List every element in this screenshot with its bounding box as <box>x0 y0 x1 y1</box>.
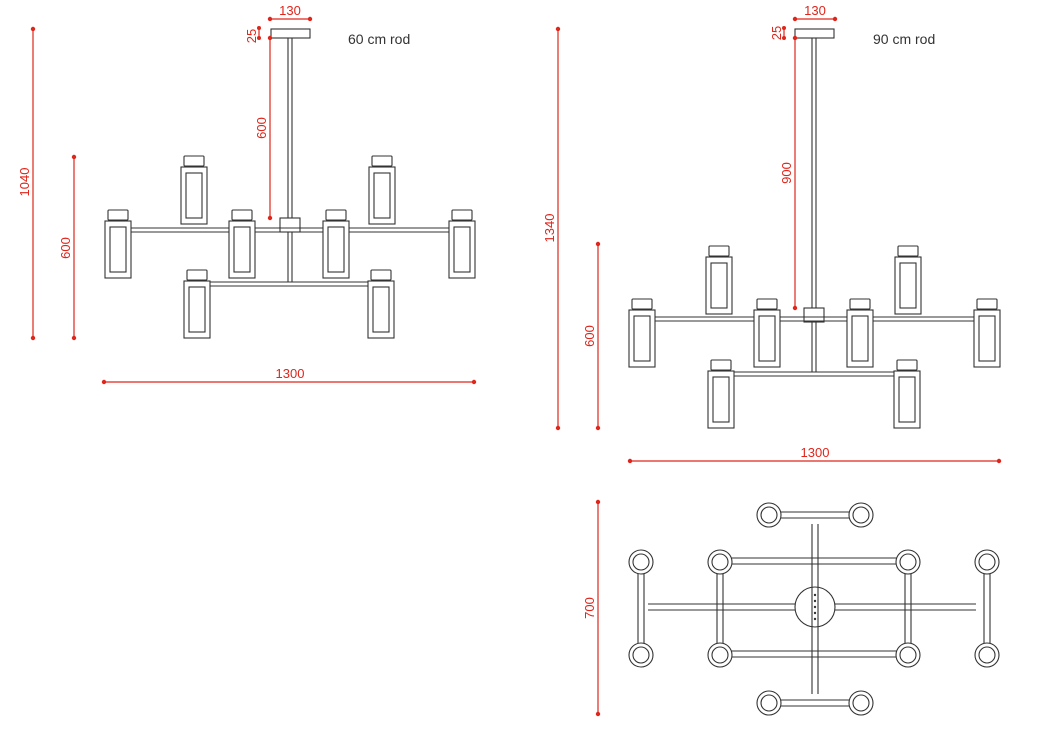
lamp-shades <box>628 245 1001 429</box>
lamp-shade <box>894 245 922 315</box>
lamp-ring <box>895 549 921 575</box>
caption: 60 cm rod <box>348 31 410 47</box>
lamp-shade <box>180 155 208 225</box>
dim-rod-length: 600 <box>254 117 269 139</box>
lamp-ring <box>628 549 654 575</box>
canopy <box>270 28 311 39</box>
lamp-ring <box>756 502 782 528</box>
hub <box>803 307 825 323</box>
lamp-shade <box>753 298 781 368</box>
dim-body-height: 600 <box>58 237 73 259</box>
hub <box>279 217 301 233</box>
lamp-ring <box>756 690 782 716</box>
lamp-shade <box>448 209 476 279</box>
lamp-ring <box>974 549 1000 575</box>
lamp-shade <box>367 269 395 339</box>
lamp-shade <box>705 245 733 315</box>
lamp-shade <box>368 155 396 225</box>
dim-rod-length: 900 <box>779 162 794 184</box>
lamp-rings <box>628 502 1000 716</box>
lamp-shade <box>322 209 350 279</box>
dim-total-height: 1040 <box>17 168 32 197</box>
lamp-shade <box>846 298 874 368</box>
lamp-ring <box>848 502 874 528</box>
view-60cm-rod: 60 cm rod 130 25 600 1040 600 1300 <box>17 3 477 385</box>
hub-dots <box>813 593 817 621</box>
lamp-shade <box>707 359 735 429</box>
canopy <box>794 28 835 39</box>
lamp-ring <box>707 549 733 575</box>
dim-width: 1300 <box>276 366 305 381</box>
lamp-ring <box>974 642 1000 668</box>
lamp-shade <box>183 269 211 339</box>
dim-canopy-width: 130 <box>804 3 826 18</box>
dim-total-height: 1340 <box>542 214 557 243</box>
dim-canopy-height: 25 <box>769 26 784 40</box>
lamp-shades <box>104 155 476 339</box>
lamp-ring <box>848 690 874 716</box>
lamp-ring <box>628 642 654 668</box>
dim-width: 1300 <box>801 445 830 460</box>
lamp-shade <box>893 359 921 429</box>
dim-canopy-width: 130 <box>279 3 301 18</box>
lamp-shade <box>628 298 656 368</box>
lamp-ring <box>895 642 921 668</box>
lamp-shade <box>973 298 1001 368</box>
caption: 90 cm rod <box>873 31 935 47</box>
lamp-shade <box>104 209 132 279</box>
view-90cm-rod: 90 cm rod 130 25 900 1340 600 1300 <box>542 3 1002 464</box>
lamp-shade <box>228 209 256 279</box>
top-view: 700 <box>582 499 1000 717</box>
dim-depth: 700 <box>582 597 597 619</box>
dim-body-height: 600 <box>582 325 597 347</box>
lamp-ring <box>707 642 733 668</box>
dim-canopy-height: 25 <box>244 29 259 43</box>
